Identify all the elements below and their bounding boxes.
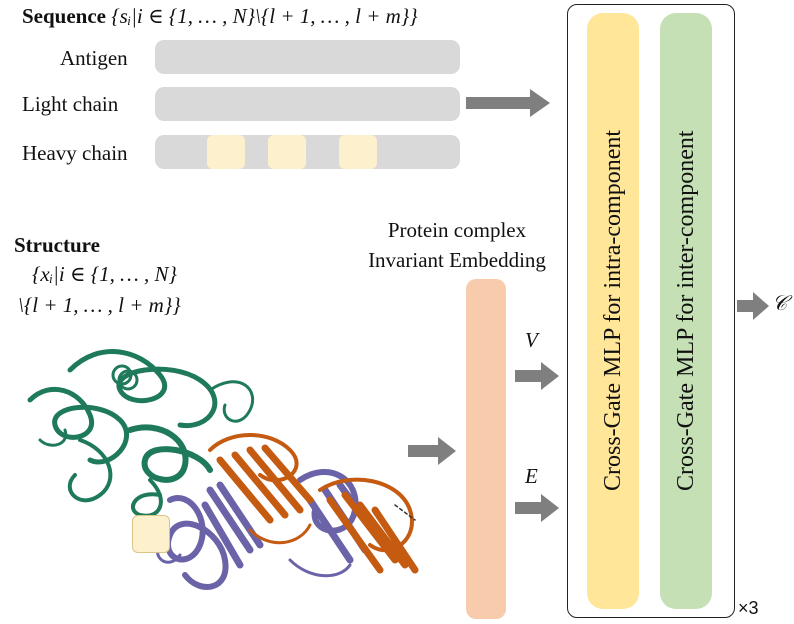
structure-mask-box	[132, 515, 170, 553]
intra-mlp-label: Cross-Gate MLP for intra-component	[600, 129, 626, 491]
cdr-mask-1	[207, 135, 245, 169]
embedding-title-line2: Invariant Embedding	[368, 248, 546, 272]
heavy-chain-sequence-bar	[155, 135, 460, 169]
sequence-header: Sequence {sᵢ|i ∈ {1, … , N}\{l + 1, … , …	[22, 4, 418, 29]
structure-set-line2: \{l + 1, … , l + m}}	[18, 293, 181, 317]
v-label: V	[525, 328, 538, 352]
structure-heading: Structure	[14, 233, 100, 257]
e-label: E	[525, 464, 538, 488]
light-chain-label: Light chain	[22, 92, 119, 116]
cdr-mask-2	[268, 135, 306, 169]
embedding-title-line1: Protein complex	[387, 218, 527, 242]
heavy-chain-structure	[208, 433, 419, 574]
output-symbol: 𝒞	[772, 291, 788, 315]
antigen-sequence-bar	[155, 40, 460, 74]
intra-mlp-block	[587, 13, 639, 609]
light-chain-structure	[156, 468, 384, 590]
mlp-stack-box	[567, 4, 735, 618]
invariant-embedding-block	[466, 279, 506, 619]
sequence-arrow	[466, 89, 550, 117]
sequence-set-notation: {sᵢ|i ∈ {1, … , N}\{l + 1, … , l + m}}	[111, 4, 418, 28]
structure-arrow	[408, 437, 456, 465]
sequence-heading: Sequence	[22, 4, 106, 28]
antigen-label: Antigen	[60, 46, 128, 70]
heavy-chain-label: Heavy chain	[22, 141, 128, 165]
antigen-structure	[27, 349, 255, 518]
inter-mlp-block	[660, 13, 712, 609]
repeat-label: ×3	[738, 598, 759, 618]
output-arrow	[737, 292, 769, 320]
protein-structure-image	[27, 349, 419, 590]
structure-set-line1: {xᵢ|i ∈ {1, … , N}	[32, 262, 177, 286]
light-chain-sequence-bar	[155, 87, 460, 121]
v-arrow	[515, 362, 559, 390]
inter-mlp-label: Cross-Gate MLP for inter-component	[673, 130, 699, 491]
e-arrow	[515, 494, 559, 522]
cdr-mask-3	[339, 135, 377, 169]
